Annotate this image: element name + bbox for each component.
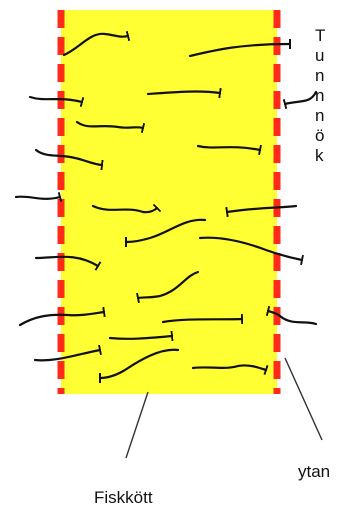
side-text-line: u (315, 46, 325, 66)
fish-meat-label: Fiskkött (94, 488, 153, 508)
molecule-arrow (16, 197, 60, 199)
surface-label: ytan (298, 462, 330, 482)
side-text-line: n (315, 106, 325, 126)
side-text-line: k (315, 146, 325, 166)
molecule-arrow (285, 92, 316, 104)
side-text-line: T (315, 26, 325, 46)
meat-pointer-line (126, 392, 148, 458)
surface-pointer-line (285, 358, 322, 440)
side-text-line: ö (315, 126, 325, 146)
side-text-line: n (315, 66, 325, 86)
side-text-line: n (315, 86, 325, 106)
